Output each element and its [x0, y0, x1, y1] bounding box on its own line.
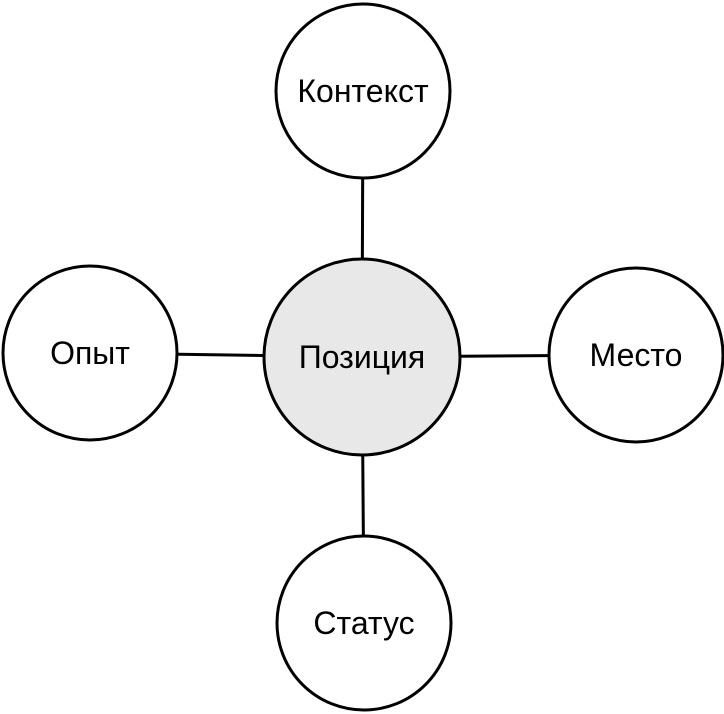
node-opyt-label: Опыт — [50, 335, 130, 371]
node-opyt-circle — [1, 264, 179, 442]
node-kontekst-circle — [274, 2, 452, 180]
node-center-circle — [262, 257, 462, 457]
node-mesto-label: Место — [590, 337, 683, 373]
node-status: Статус — [275, 534, 453, 712]
node-mesto-circle — [547, 266, 724, 444]
node-kontekst-label: Контекст — [297, 73, 429, 109]
node-mesto: Место — [547, 266, 724, 444]
node-status-circle — [275, 534, 453, 712]
node-center-poziciya: Позиция — [262, 257, 462, 457]
node-kontekst: Контекст — [274, 2, 452, 180]
node-opyt: Опыт — [1, 264, 179, 442]
node-status-label: Статус — [313, 605, 414, 641]
node-center-label: Позиция — [299, 339, 426, 375]
